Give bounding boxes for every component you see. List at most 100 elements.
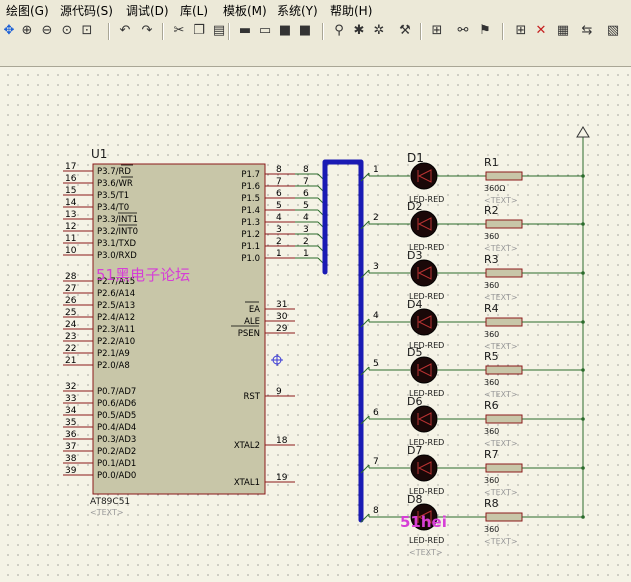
led-body[interactable]	[410, 454, 438, 482]
menu-item-2[interactable]: 调试(D)	[126, 4, 169, 18]
mcu-pin-number: 15	[65, 186, 76, 196]
resistor-ref-label: R1	[484, 156, 499, 169]
block-delete-icon[interactable]: ■	[298, 23, 312, 38]
mcu-pin-name: P3.5/T1	[97, 191, 129, 201]
bus-branch	[360, 269, 370, 279]
led-type-label: LED-RED	[409, 195, 444, 204]
led-body[interactable]	[410, 259, 438, 287]
watermark-51hei: 51hei	[400, 513, 447, 531]
mcu-pin-name: P3.1/TXD	[97, 239, 137, 249]
resistor-body[interactable]	[485, 317, 523, 327]
led-body[interactable]	[410, 210, 438, 238]
mcu-pin-number: 21	[65, 356, 76, 366]
led-body[interactable]	[410, 356, 438, 384]
toolbar-separator	[228, 23, 230, 40]
resistor-body[interactable]	[485, 219, 523, 229]
mcu-body[interactable]	[92, 163, 266, 495]
design-explorer-icon[interactable]: ▧	[606, 23, 620, 38]
mcu-pin-name: P1.2	[241, 230, 260, 240]
undo-icon[interactable]: ↶	[119, 23, 131, 38]
make-device-icon[interactable]: ✱	[353, 23, 365, 38]
mcu-pin-number: 3	[276, 225, 282, 235]
bus-outer-label: 2	[303, 237, 309, 247]
led-ref-label: D2	[407, 200, 422, 213]
resistor-text-placeholder: <TEXT>	[484, 244, 518, 253]
wire-autoroute-icon[interactable]: ⊞	[431, 23, 443, 38]
resistor-body[interactable]	[485, 512, 523, 522]
mcu-pin-number: 33	[65, 394, 76, 404]
data-bus[interactable]	[322, 159, 364, 523]
mcu-pin-number: 30	[276, 312, 288, 322]
zoom-area-icon[interactable]: ⊡	[81, 23, 93, 38]
copy-icon[interactable]: ❐	[193, 23, 205, 38]
zoom-all-icon[interactable]: ⊙	[61, 23, 73, 38]
toolbar: ✥ ⊕ ⊖ ⊙ ⊡ ↶ ↷ ✂ ❐ ▤ ▬ ▭ ■ ■ ⚲ ✱ ✲ ⚒ ⊞ ⚯ ⚑ ⊞ ✕ ▦ ⇆ ▧	[0, 20, 631, 67]
mcu-pin-number: 17	[65, 162, 76, 172]
mcu-pin-number: 8	[276, 165, 282, 175]
led-diode-symbol	[417, 315, 432, 329]
new-sheet-icon[interactable]: ⊞	[515, 23, 527, 38]
mcu-pin-name: XTAL2	[234, 441, 260, 451]
power-terminal-icon[interactable]	[576, 126, 590, 138]
redo-icon[interactable]: ↷	[141, 23, 153, 38]
led-type-label: LED-RED	[409, 292, 444, 301]
pan-icon[interactable]: ✥	[3, 23, 15, 38]
mcu-pin-name: XTAL1	[234, 478, 260, 488]
mcu-pin-name: P2.3/A11	[97, 325, 135, 335]
package-icon[interactable]: ✲	[373, 23, 385, 38]
mcu-pin-name: RST	[244, 392, 261, 402]
resistor-body[interactable]	[485, 414, 523, 424]
resistor-value-label: 360	[484, 427, 499, 436]
resistor-ref-label: R5	[484, 350, 499, 363]
led-body[interactable]	[410, 308, 438, 336]
mcu-pin-name: P0.1/AD1	[97, 459, 136, 469]
menu-item-0[interactable]: 绘图(G)	[6, 4, 49, 18]
mcu-pin-number: 25	[65, 308, 76, 318]
decompose-icon[interactable]: ⚒	[399, 23, 411, 38]
block-move-icon[interactable]: ▭	[258, 23, 272, 38]
led-diode-symbol	[417, 363, 432, 377]
resistor-body[interactable]	[485, 171, 523, 181]
led-ref-label: D5	[407, 346, 422, 359]
zoom-in-icon[interactable]: ⊕	[21, 23, 33, 38]
resistor-body[interactable]	[485, 365, 523, 375]
resistor-text-placeholder: <TEXT>	[484, 537, 518, 546]
mcu-pin-number: 38	[65, 454, 77, 464]
mcu-pin-name: P0.3/AD3	[97, 435, 136, 445]
menu-item-5[interactable]: 系统(Y)	[277, 4, 318, 18]
mcu-pin-number: 37	[65, 442, 76, 452]
menu-item-6[interactable]: 帮助(H)	[330, 4, 373, 18]
search-tag-icon[interactable]: ⚯	[457, 23, 469, 38]
menu-item-3[interactable]: 库(L)	[180, 4, 209, 18]
bill-of-materials-icon[interactable]: ▦	[556, 23, 570, 38]
bus-outer-label: 8	[303, 165, 309, 175]
bus-branch	[360, 366, 370, 376]
block-copy-icon[interactable]: ▬	[238, 23, 252, 38]
zoom-out-icon[interactable]: ⊖	[41, 23, 53, 38]
remove-sheet-icon[interactable]: ✕	[535, 23, 547, 38]
resistor-body[interactable]	[485, 268, 523, 278]
led-ref-label: D8	[407, 493, 422, 506]
resistor-text-placeholder: <TEXT>	[484, 488, 518, 497]
mcu-pin-name: P3.0/RXD	[97, 251, 137, 261]
menu-item-4[interactable]: 模板(M)	[223, 4, 267, 18]
led-body[interactable]	[410, 162, 438, 190]
led-type-label: LED-RED	[409, 536, 444, 545]
led-diode-symbol	[417, 412, 432, 426]
mcu-pin-name: P2.1/A9	[97, 349, 130, 359]
resistor-body[interactable]	[485, 463, 523, 473]
menu-item-1[interactable]: 源代码(S)	[60, 4, 113, 18]
property-assign-icon[interactable]: ⚑	[479, 23, 491, 38]
led-body[interactable]	[410, 405, 438, 433]
bus-branch	[360, 220, 370, 230]
mcu-pin-number: 10	[65, 246, 77, 256]
menu-bar: 绘图(G) 源代码(S) 调试(D) 库(L) 模板(M) 系统(Y) 帮助(H)	[0, 0, 631, 21]
paste-icon[interactable]: ▤	[212, 23, 226, 38]
block-rotate-icon[interactable]: ■	[278, 23, 292, 38]
cut-icon[interactable]: ✂	[173, 23, 185, 38]
pick-device-icon[interactable]: ⚲	[334, 23, 344, 38]
resistor-ref-label: R7	[484, 448, 499, 461]
netlist-icon[interactable]: ⇆	[581, 23, 593, 38]
